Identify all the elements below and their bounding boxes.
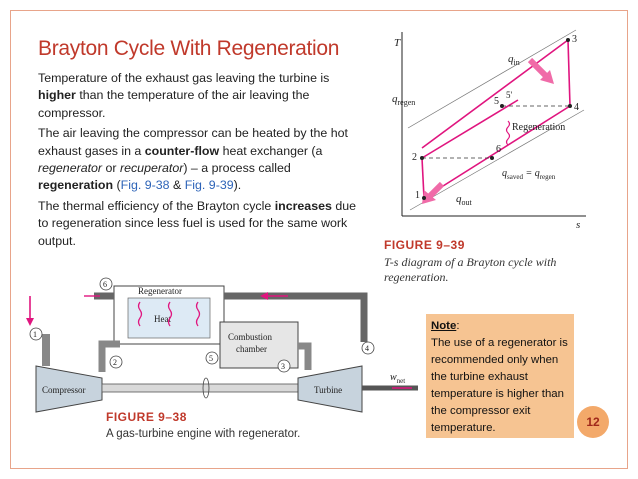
- q-saved-label: qsaved = qregen: [502, 168, 556, 181]
- p2-text-e: or: [102, 161, 120, 176]
- w-net-label: wnet: [390, 372, 405, 385]
- heat-arrow-right: [195, 301, 201, 327]
- state-point-3: [566, 38, 570, 42]
- fig-9-38-link[interactable]: Fig. 9-38: [120, 178, 170, 193]
- state-circle-5: [205, 351, 219, 365]
- p1-bold-higher: higher: [38, 88, 76, 103]
- note-box: Note: The use of a regenerator is recomm…: [426, 314, 574, 438]
- p2-bold-counter-flow: counter-flow: [144, 143, 220, 158]
- page-number-badge: 12: [577, 406, 609, 438]
- combustion-label: Combustion: [228, 332, 273, 342]
- paragraph-2: The air leaving the compressor can be he…: [38, 125, 368, 195]
- figure-9-39-text: T-s diagram of a Brayton cycle with rege…: [384, 255, 557, 284]
- combustion-to-turbine-duct: [298, 342, 312, 370]
- figure-9-38-number: FIGURE 9–38: [106, 410, 187, 424]
- note-heading: Note: [431, 320, 457, 332]
- process-3-4: [567, 39, 571, 107]
- state-label-5: 5: [494, 96, 499, 107]
- state-point-6: [490, 156, 494, 160]
- compressor-label: Compressor: [42, 385, 86, 395]
- q-out-arrow: [427, 181, 445, 199]
- q-out-arrowhead: [422, 190, 436, 204]
- slide-body: Temperature of the exhaust gas leaving t…: [38, 70, 368, 253]
- state-label-3: 3: [572, 34, 577, 45]
- state-label-5-prime: 5': [506, 90, 513, 100]
- compressor-to-regen-duct: [98, 340, 120, 372]
- q-in-label: qin: [508, 53, 520, 67]
- heat-arrow-left: [137, 301, 143, 327]
- q-regen-label: qregen: [392, 93, 415, 107]
- p2-text-i: (: [113, 178, 121, 193]
- regenerator-label: Regenerator: [138, 286, 182, 296]
- note-colon: :: [456, 320, 460, 332]
- state-label-6: 6: [496, 144, 501, 155]
- figure-9-38-text: A gas-turbine engine with regenerator.: [106, 428, 301, 440]
- p3-text-a: The thermal efficiency of the Brayton cy…: [38, 198, 275, 213]
- turbine-label: Turbine: [314, 385, 342, 395]
- exhaust-flow-arrowhead: [260, 292, 268, 300]
- process-1-2: [421, 157, 425, 199]
- p2-italic-recuperator: recuperator: [119, 161, 184, 176]
- state-point-2: [420, 156, 424, 160]
- note-text: The use of a regenerator is recommended …: [431, 337, 568, 434]
- figure-9-38-caption: FIGURE 9–38 A gas-turbine engine with re…: [106, 410, 406, 440]
- slide-title: Brayton Cycle With Regeneration: [38, 37, 340, 60]
- heat-label: Heat: [154, 314, 171, 324]
- state-num-5: 5: [209, 354, 213, 363]
- figure-9-39-number: FIGURE 9–39: [384, 238, 465, 252]
- t-axis-label: T: [394, 37, 401, 49]
- q-out-label: qout: [456, 193, 473, 207]
- p2-text-m: ).: [233, 178, 242, 193]
- paragraph-1: Temperature of the exhaust gas leaving t…: [38, 70, 368, 122]
- state-num-1: 1: [33, 330, 37, 339]
- regeneration-label: Regeneration: [512, 122, 565, 133]
- p2-italic-regenerator: regenerator: [38, 161, 103, 176]
- state-label-1: 1: [415, 190, 420, 201]
- s-axis-label: s: [576, 219, 580, 231]
- high-pressure-line: [421, 39, 569, 149]
- compressor-body: [35, 365, 103, 413]
- p1-text-c: than the temperature of the air leaving …: [38, 88, 310, 120]
- p3-bold-increases: increases: [274, 198, 332, 213]
- figure-9-39-caption: FIGURE 9–39 T-s diagram of a Brayton cyc…: [384, 238, 594, 285]
- state-circle-1: [29, 327, 43, 341]
- heat-arrow-mid: [167, 301, 173, 327]
- state-circle-2: [109, 355, 123, 369]
- ts-diagram: T s 1 2 3 4 5 5' 6 qin qregen Regenerati…: [392, 29, 586, 231]
- p2-text-g: ) – a process called: [183, 161, 291, 176]
- p2-text-a: The air leaving the compressor can be he…: [38, 126, 348, 158]
- chamber-label: chamber: [236, 344, 267, 354]
- state-num-6: 6: [103, 280, 107, 289]
- shaft: [101, 383, 299, 393]
- turbine-body: [297, 365, 363, 413]
- slide-frame: [10, 10, 628, 469]
- regen-band-lower: [409, 109, 585, 211]
- state-point-4: [568, 104, 572, 108]
- state-circle-4: [361, 341, 375, 355]
- state-label-2: 2: [412, 152, 417, 163]
- low-pressure-line: [423, 105, 571, 199]
- engine-diagram: Regenerator Heat Combustion chamber Comp…: [26, 277, 418, 413]
- p2-text-k: &: [169, 178, 185, 193]
- regen-band-upper: [407, 29, 577, 129]
- state-circle-3: [277, 359, 291, 373]
- state-point-1: [422, 196, 426, 200]
- p1-text-a: Temperature of the exhaust gas leaving t…: [38, 71, 330, 85]
- regeneration-wavy-arrow: [505, 120, 511, 146]
- state-num-2: 2: [113, 358, 117, 367]
- p2-bold-regeneration: regeneration: [38, 178, 114, 193]
- shaft-rotation-symbol: [202, 377, 210, 399]
- fig-9-39-link[interactable]: Fig. 9-39: [184, 178, 234, 193]
- q-in-arrowhead: [540, 70, 554, 84]
- state-circle-6: [99, 277, 113, 291]
- state-point-5: [500, 104, 504, 108]
- process-2-5: [421, 99, 519, 159]
- p3-text-c: due to regeneration since less fuel is u…: [38, 198, 356, 248]
- paragraph-3: The thermal efficiency of the Brayton cy…: [38, 198, 368, 250]
- state-num-4: 4: [365, 344, 369, 353]
- state-label-4: 4: [574, 102, 579, 113]
- state-num-3: 3: [281, 362, 285, 371]
- inlet-arrowhead: [26, 318, 34, 326]
- p2-text-c: heat exchanger (a: [219, 143, 323, 158]
